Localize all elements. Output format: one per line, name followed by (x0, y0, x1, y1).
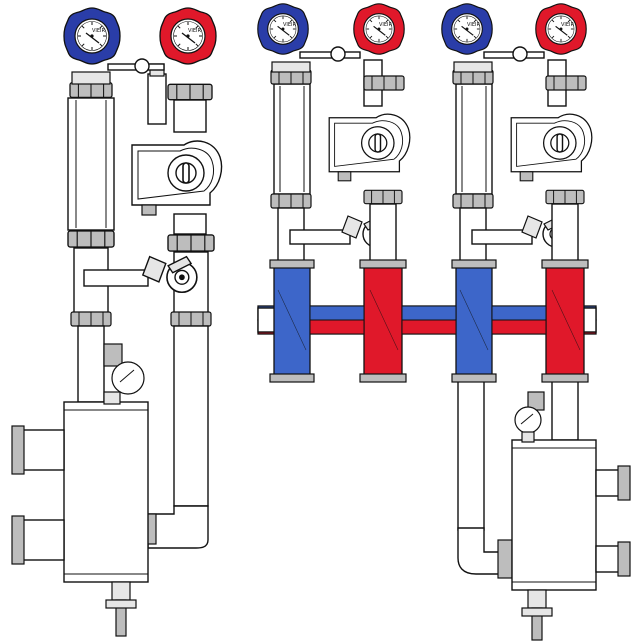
left-cold-gauge-brand: VIEIR (92, 28, 106, 34)
right-hydraulic-separator (511, 439, 597, 591)
left-hot-union-mid (167, 234, 215, 252)
left-hot-pipe-lower (173, 325, 209, 507)
unit-right: VIEIR VIEIR (441, 3, 631, 641)
right-pressure-gauge (514, 406, 542, 434)
middle-hot-thermo-gauge (353, 3, 405, 55)
left-hot-gauge-brand: VIEIR (188, 28, 202, 34)
left-sep-port-upper (19, 429, 65, 471)
left-pressure-gauge (111, 361, 145, 395)
left-circulation-pump (131, 140, 223, 216)
right-elbow (457, 527, 501, 575)
right-hot-thermo-gauge (535, 3, 587, 55)
manifold-col-hot-2 (545, 263, 585, 379)
middle-cold-gauge-brand: VIEIR (283, 22, 297, 28)
right-cold-gauge-brand: VIEIR (467, 22, 481, 28)
unit-left: VIEIR VIEIR (11, 7, 223, 637)
left-cold-pipe-upper (67, 97, 115, 231)
manifold-col-cold-2 (455, 263, 493, 379)
manifold (257, 259, 597, 383)
manifold-col-cold-1 (273, 263, 311, 379)
unit-middle: VIEIR VIEIR (257, 3, 411, 265)
right-cold-thermo-gauge (441, 3, 493, 55)
right-circulation-pump (510, 113, 593, 182)
left-elbow (147, 505, 209, 549)
left-hydraulic-separator (63, 401, 149, 583)
right-cold-pipe-lower (457, 379, 485, 531)
left-ball-valve (141, 255, 198, 294)
left-cold-union-mid (67, 230, 115, 248)
left-cold-union-low (70, 311, 112, 327)
middle-cold-pipe (273, 83, 311, 195)
right-hot-gauge-brand: VIEIR (561, 22, 575, 28)
left-hot-union-top (167, 83, 213, 101)
middle-circulation-pump (328, 113, 411, 182)
left-hot-thermo-gauge (159, 7, 217, 65)
manifold-col-hot-1 (363, 263, 403, 379)
middle-hot-gauge-brand: VIEIR (379, 22, 393, 28)
middle-cold-thermo-gauge (257, 3, 309, 55)
left-sep-port-lower (19, 519, 65, 561)
left-hot-union-low (170, 311, 212, 327)
left-cold-union-top (69, 81, 113, 99)
right-cold-pipe (455, 83, 493, 195)
left-bypass-pipe (83, 269, 149, 287)
left-cold-thermo-gauge (63, 7, 121, 65)
